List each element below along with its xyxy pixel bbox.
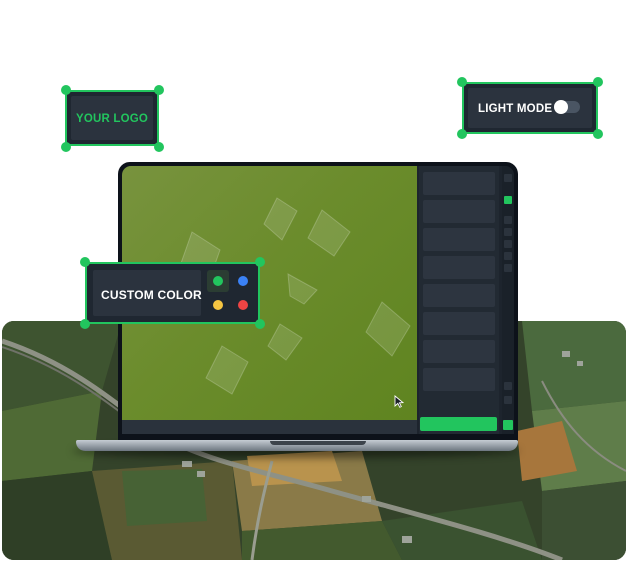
resize-handle[interactable] [154,85,164,95]
toggle-knob [554,100,568,114]
sidebar-list-item[interactable] [423,200,495,223]
custom-color-label: CUSTOM COLOR [101,288,202,302]
sidebar-action-button[interactable] [420,417,497,431]
light-mode-toggle[interactable] [554,100,580,114]
resize-handle[interactable] [80,319,90,329]
toolbar-button[interactable] [504,240,512,248]
toolbar-button[interactable] [504,252,512,260]
mouse-cursor-icon [394,395,405,413]
toolbar-button-active[interactable] [503,420,513,430]
right-toolbar [502,166,514,434]
laptop-notch [270,441,366,445]
resize-handle[interactable] [457,129,467,139]
laptop-base [76,440,518,451]
color-swatch-yellow[interactable] [213,300,223,310]
sidebar-list-item[interactable] [423,256,495,279]
color-swatch-green[interactable] [213,276,223,286]
resize-handle[interactable] [457,77,467,87]
resize-handle[interactable] [154,142,164,152]
resize-handle[interactable] [255,257,265,267]
sidebar-panel [419,166,499,434]
sidebar-list-item[interactable] [423,284,495,307]
logo-card[interactable]: YOUR LOGO [65,90,159,146]
sidebar-list-item[interactable] [423,312,495,335]
toolbar-button[interactable] [504,264,512,272]
toolbar-button[interactable] [504,382,512,390]
light-mode-label: LIGHT MODE [478,103,553,115]
sidebar-list-item[interactable] [423,228,495,251]
toolbar-button[interactable] [504,216,512,224]
toolbar-button[interactable] [504,396,512,404]
resize-handle[interactable] [255,319,265,329]
sidebar-list-item[interactable] [423,368,495,391]
toolbar-button[interactable] [504,228,512,236]
resize-handle[interactable] [593,77,603,87]
resize-handle[interactable] [80,257,90,267]
custom-color-card-inner [93,270,201,316]
map-status-bar [122,420,417,434]
sidebar-list-item[interactable] [423,172,495,195]
toolbar-button[interactable] [504,174,512,182]
light-mode-card[interactable]: LIGHT MODE [462,82,598,134]
color-swatch-red[interactable] [238,300,248,310]
resize-handle[interactable] [593,129,603,139]
logo-label: YOUR LOGO [75,113,149,125]
sidebar-list-item[interactable] [423,340,495,363]
resize-handle[interactable] [61,142,71,152]
logo-card-inner [71,96,153,140]
toolbar-button-active[interactable] [504,196,512,204]
resize-handle[interactable] [61,85,71,95]
custom-color-card[interactable]: CUSTOM COLOR [85,262,260,324]
color-swatch-blue[interactable] [238,276,248,286]
